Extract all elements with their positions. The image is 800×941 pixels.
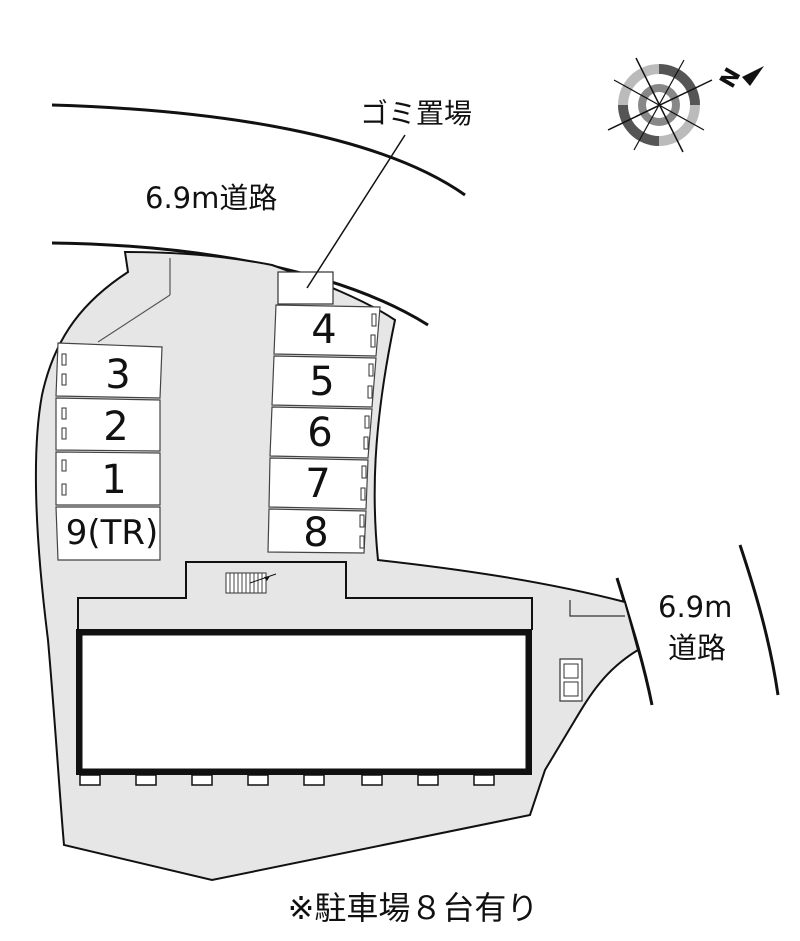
parking-space: 5 (271, 355, 377, 408)
compass-north-label: N (716, 64, 747, 92)
parking-space-label: 8 (303, 510, 328, 556)
parking-east: 4 5 6 7 8 (267, 304, 381, 556)
parking-space: 8 (267, 508, 367, 556)
parking-space-label: 9(TR) (66, 513, 159, 553)
parking-space-label: 5 (309, 359, 334, 405)
north-road-edge-top (51, 103, 466, 197)
trash-area (277, 271, 334, 305)
compass-icon: N (607, 57, 764, 153)
parking-space-label: 7 (305, 461, 330, 507)
building (76, 561, 533, 786)
balcony-units (79, 774, 495, 786)
east-road-label-line1: 6.9m (658, 590, 732, 624)
east-road-label-line2: 道路 (668, 631, 726, 665)
building-outline (77, 561, 533, 630)
parking-space-label: 1 (101, 457, 126, 503)
parking-west: 3 2 1 9(TR) (55, 342, 163, 561)
parking-space-label: 6 (307, 410, 332, 456)
parking-space-label: 4 (311, 307, 336, 353)
parking-space-label: 3 (105, 352, 130, 398)
parking-space: 6 (269, 406, 373, 459)
parking-space-label: 2 (103, 404, 128, 450)
parking-space: 2 (55, 397, 161, 452)
parking-space: 3 (55, 342, 163, 399)
parking-space: 4 (273, 304, 381, 357)
driveway-edge (97, 294, 171, 343)
trash-leader-line (306, 134, 406, 289)
building-wall-inner (81, 634, 527, 770)
parking-space: 7 (268, 457, 369, 510)
utility-box (559, 658, 583, 702)
entrance-marker (569, 600, 625, 617)
north-road-label: 6.9m道路 (145, 181, 277, 215)
stairs (225, 572, 277, 594)
parking-space: 1 (55, 451, 161, 506)
trash-area-label: ゴミ置場 (360, 97, 472, 130)
parking-space: 9(TR) (55, 506, 161, 561)
east-road-edge-east (738, 544, 780, 696)
parking-note: ※駐車場８台有り (288, 889, 539, 927)
